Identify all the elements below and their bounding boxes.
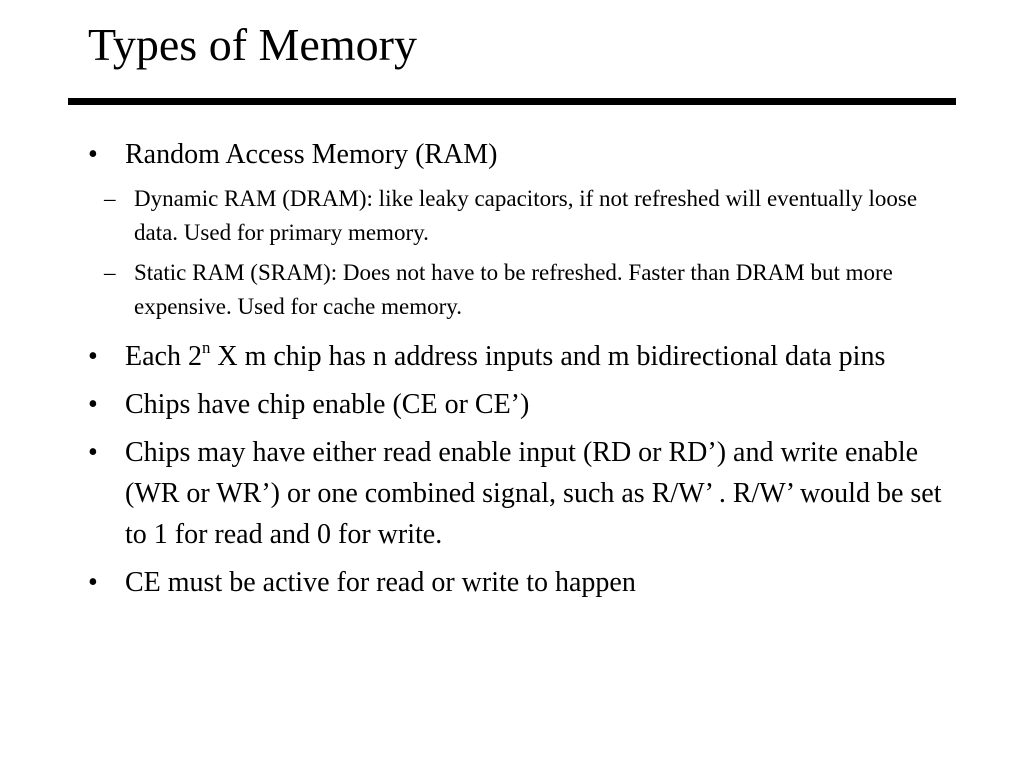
exponent: n: [201, 337, 211, 357]
bullet-text: Chips may have either read enable input …: [125, 437, 942, 550]
bullet-read-write-enable: • Chips may have either read enable inpu…: [88, 432, 948, 555]
title-divider: [68, 98, 956, 105]
bullet-text: Random Access Memory (RAM): [125, 139, 498, 170]
sub-bullet-marker: –: [104, 186, 116, 211]
sub-bullet-text: Static RAM (SRAM): Does not have to be r…: [134, 260, 893, 319]
bullet-marker: •: [88, 567, 98, 598]
sub-bullet-sram: – Static RAM (SRAM): Does not have to be…: [88, 256, 948, 324]
bullet-text-post: X m chip has n address inputs and m bidi…: [210, 341, 886, 372]
bullet-text-pre: Each 2: [125, 341, 202, 372]
bullet-marker: •: [88, 389, 98, 420]
bullet-chip-enable: • Chips have chip enable (CE or CE’): [88, 384, 948, 425]
slide-title: Types of Memory: [88, 19, 417, 70]
sub-bullet-text: Dynamic RAM (DRAM): like leaky capacitor…: [134, 186, 918, 245]
bullet-ram: • Random Access Memory (RAM): [88, 134, 948, 175]
ram-sub-list: – Dynamic RAM (DRAM): like leaky capacit…: [88, 182, 948, 324]
bullet-text: Each 2n X m chip has n address inputs an…: [125, 337, 886, 372]
sub-bullet-marker: –: [104, 260, 116, 285]
bullet-list: • Random Access Memory (RAM) – Dynamic R…: [88, 134, 948, 610]
bullet-ce-active: • CE must be active for read or write to…: [88, 562, 948, 603]
bullet-text: CE must be active for read or write to h…: [125, 567, 636, 598]
bullet-text: Chips have chip enable (CE or CE’): [125, 389, 530, 420]
bullet-chip-size: • Each 2n X m chip has n address inputs …: [88, 336, 948, 377]
sub-bullet-dram: – Dynamic RAM (DRAM): like leaky capacit…: [88, 182, 948, 250]
bullet-marker: •: [88, 437, 98, 468]
bullet-marker: •: [88, 341, 98, 372]
bullet-marker: •: [88, 139, 98, 170]
